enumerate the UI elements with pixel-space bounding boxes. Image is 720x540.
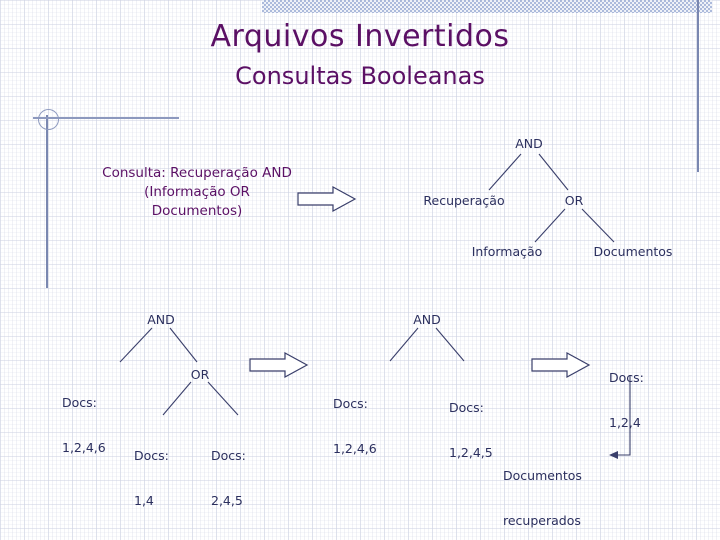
merged-right-value: 1,2,4,5 [449,445,493,460]
left-vertical-rule [46,115,48,288]
page-subtitle: Consultas Booleanas [235,62,485,90]
result-docs-value: 1,2,4 [609,415,641,430]
postings-root-and: AND [147,312,175,327]
postings-left-docs: Docs: 1,2,4,6 [62,365,152,485]
block-arrow-2 [249,352,309,378]
block-arrow-3 [531,352,591,378]
edge-p-or-to-left [162,381,192,416]
edge-p-and-to-left [119,327,153,363]
result-docs: Docs: 1,2,4 [609,340,689,460]
title-block: Arquivos Invertidos Consultas Booleanas [0,20,720,91]
postings-or-right-label: Docs: [211,448,246,463]
parse-node-or: OR [564,193,584,208]
merged-left-docs: Docs: 1,2,4,6 [333,366,423,486]
result-caption: Documentos recuperados [503,438,643,540]
merged-right-docs: Docs: 1,2,4,5 [449,370,539,490]
query-line-2: (Informação OR [144,184,250,200]
postings-left-docs-value: 1,2,4,6 [62,440,106,455]
postings-left-docs-label: Docs: [62,395,97,410]
edge-and-to-recuperacao [488,153,522,191]
postings-or-left-docs: Docs: 1,4 [134,418,214,538]
parse-node-recuperacao: Recuperação [423,193,505,208]
edge-m-and-to-right [435,327,465,362]
page-title: Arquivos Invertidos [210,19,510,54]
merged-root-and: AND [413,312,441,327]
parse-node-informacao: Informação [471,244,543,259]
merged-left-label: Docs: [333,396,368,411]
edge-or-to-informacao [534,208,566,243]
result-docs-label: Docs: [609,370,644,385]
edge-p-and-to-or [169,327,198,363]
edge-m-and-to-left [389,327,419,362]
checkered-band-decoration [262,0,712,13]
edge-and-to-or [538,153,569,191]
query-statement: Consulta: Recuperação AND (Informação OR… [72,164,322,221]
postings-or-left-value: 1,4 [134,493,154,508]
postings-node-or: OR [190,367,210,382]
result-caption-line-1: Documentos [503,468,582,483]
merged-left-value: 1,2,4,6 [333,441,377,456]
result-caption-line-2: recuperados [503,513,581,528]
block-arrow-1 [297,186,357,212]
query-line-3: Documentos) [151,203,243,219]
elbow-arrow-head [609,451,618,459]
right-vertical-rule [697,0,699,172]
parse-node-documentos: Documentos [593,244,673,259]
query-line-1: Consulta: Recuperação AND [102,165,292,181]
circle-decoration [38,109,59,130]
edge-or-to-documentos [581,208,615,243]
left-horizontal-rule [33,117,179,119]
parse-root-and: AND [515,136,543,151]
merged-right-label: Docs: [449,400,484,415]
postings-or-right-docs: Docs: 2,4,5 [211,418,291,538]
postings-or-left-label: Docs: [134,448,169,463]
edge-p-or-to-right [207,381,239,416]
postings-or-right-value: 2,4,5 [211,493,243,508]
